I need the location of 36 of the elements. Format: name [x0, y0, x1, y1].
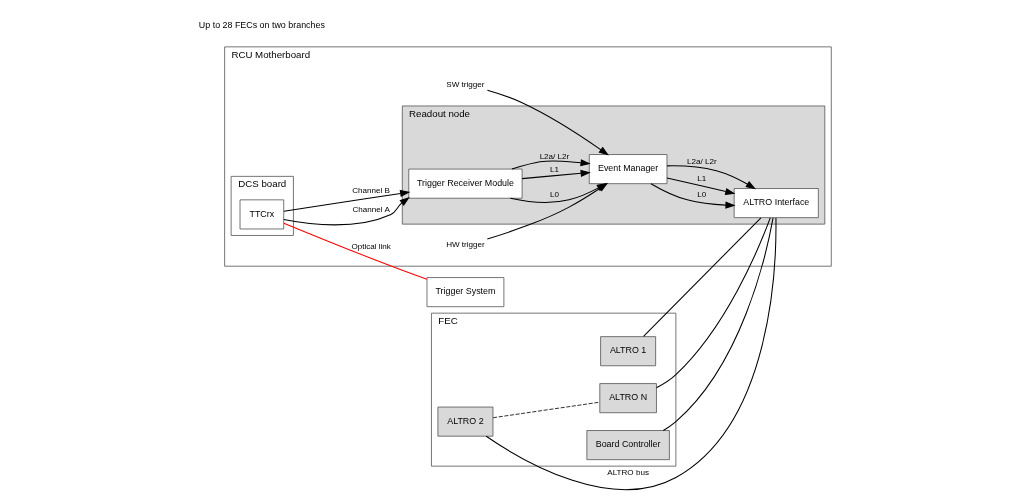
edge-label: L0	[549, 190, 559, 200]
arrow	[666, 177, 735, 195]
edge-label: Optical link	[350, 242, 391, 252]
edge-label: HW trigger	[445, 240, 485, 250]
arrow	[521, 169, 591, 180]
label: Up to 28 FECs on two branches	[198, 20, 325, 31]
arrow	[510, 159, 591, 170]
node-box: Trigger System	[426, 277, 504, 308]
node-box: TTCrx	[239, 199, 284, 230]
node-box: ALTRO 1	[599, 336, 656, 367]
arrow	[649, 183, 736, 209]
edge-label: L1	[696, 174, 706, 184]
arrow	[666, 165, 756, 190]
node-box: ALTRO Interface	[733, 188, 819, 219]
connector	[485, 217, 776, 491]
edge-label: Channel B	[351, 186, 390, 196]
edge-label: L2a/ L2r	[539, 151, 569, 161]
node-box: Trigger Receiver Module	[407, 168, 522, 199]
node-box: Board Controller	[585, 430, 670, 461]
node-box: ALTRO 2	[437, 406, 493, 437]
arrow	[486, 89, 609, 156]
connector	[662, 217, 774, 431]
node-box: ALTRO N	[598, 383, 657, 414]
connector	[282, 222, 427, 280]
edge-label: L2a/ L2r	[686, 157, 717, 167]
connector	[492, 401, 600, 419]
edge-label: L1	[549, 165, 559, 175]
node-box: Event Manager	[588, 154, 667, 185]
connector	[642, 217, 761, 337]
edge-label: L0	[696, 190, 706, 200]
connector	[655, 217, 771, 389]
edge-label: Channel A	[352, 204, 390, 214]
arrow	[282, 189, 410, 212]
arrow	[282, 197, 410, 226]
edge-label: ALTRO bus	[606, 468, 649, 478]
edge-label: SW trigger	[445, 79, 485, 89]
